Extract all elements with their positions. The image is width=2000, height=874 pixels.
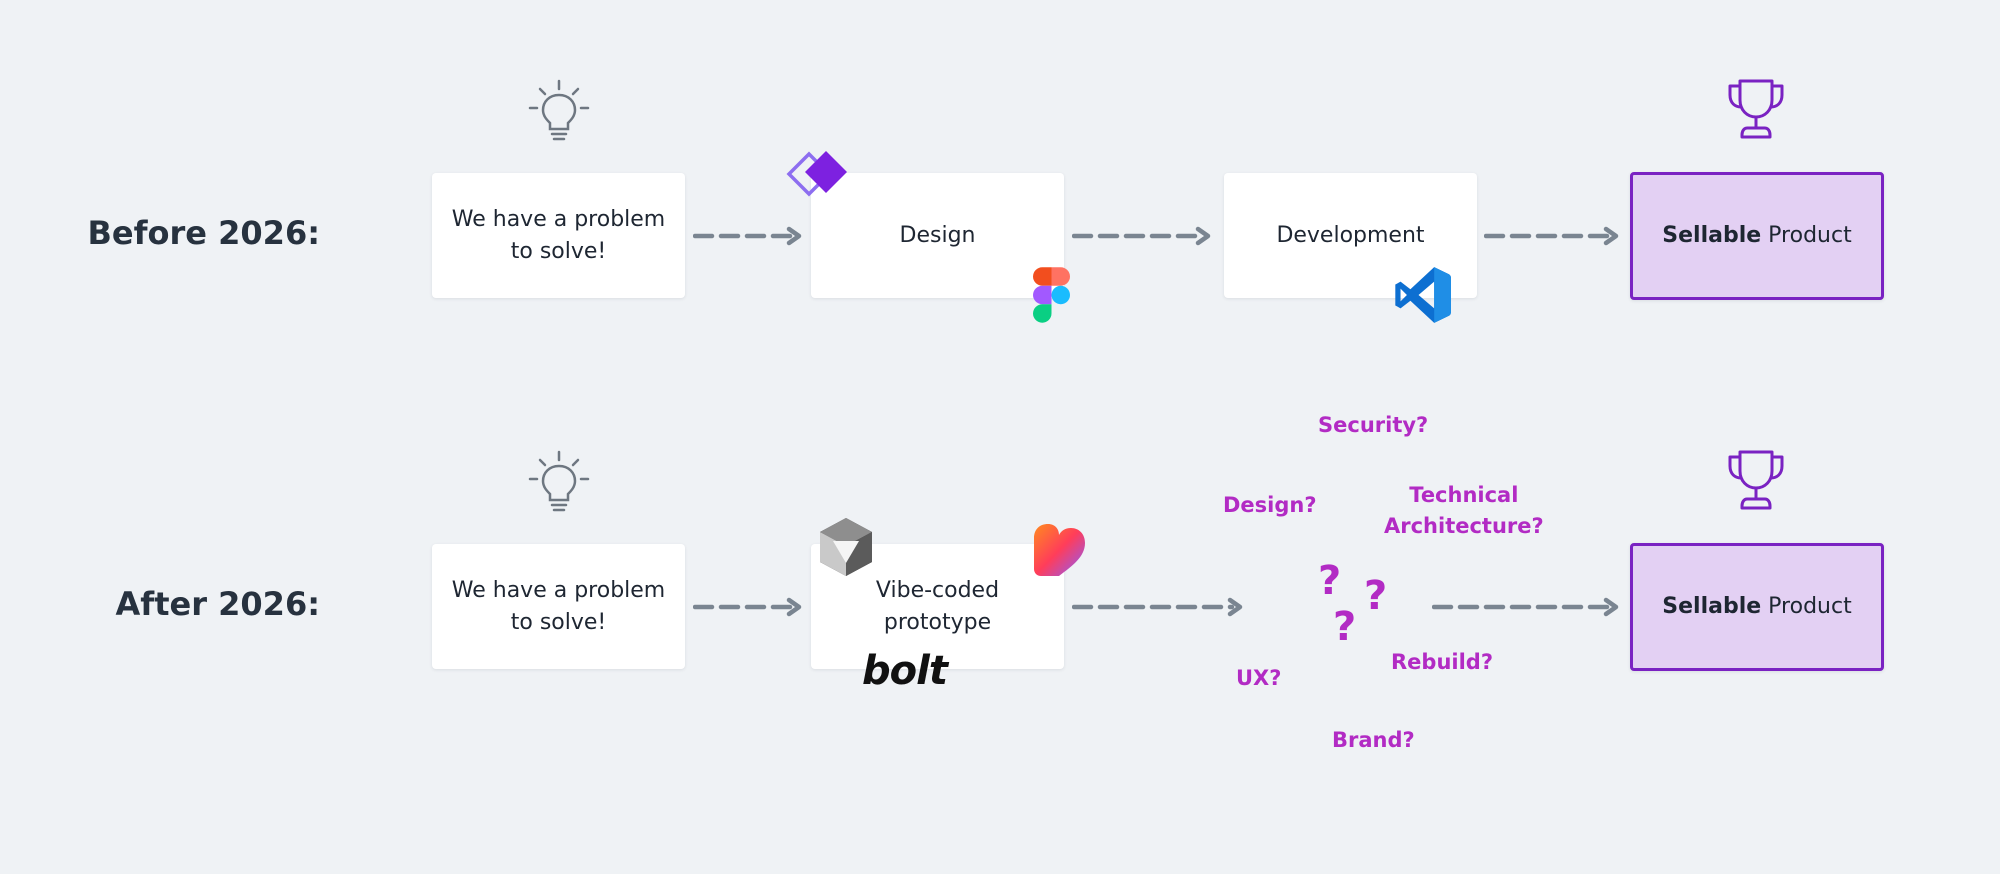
question-brand: Brand?: [1332, 728, 1415, 752]
question-mark: ?: [1318, 558, 1342, 604]
lightbulb-icon: [528, 450, 590, 512]
step-design: Design: [811, 173, 1064, 298]
bolt-logo: bolt: [862, 648, 951, 694]
question-ux: UX?: [1236, 666, 1282, 690]
question-technical-architecture: Technical Architecture?: [1384, 483, 1544, 538]
sellable-product-label: Sellable Product: [1662, 223, 1852, 248]
step-problem-before-label: We have a problem to solve!: [451, 206, 666, 264]
cube-logo-icon: [820, 518, 872, 576]
arrow-connector: [1484, 226, 1619, 246]
arrow-connector: [693, 597, 802, 617]
arrow-connector: [1072, 597, 1243, 617]
question-design: Design?: [1223, 493, 1317, 517]
step-sellable-product-after: Sellable Product: [1630, 543, 1884, 671]
step-development-label: Development: [1276, 222, 1425, 248]
step-design-label: Design: [899, 222, 976, 248]
question-mark: ?: [1333, 604, 1357, 650]
question-rebuild: Rebuild?: [1391, 650, 1494, 674]
arrow-connector: [1432, 597, 1619, 617]
step-vibe-coded-prototype-label: Vibe-coded prototype: [875, 577, 1000, 635]
step-problem-after: We have a problem to solve!: [432, 544, 685, 669]
figma-logo-icon: [1033, 267, 1070, 323]
step-sellable-product-before: Sellable Product: [1630, 172, 1884, 300]
diamond-logo-icon: [786, 151, 847, 197]
arrow-connector: [693, 226, 802, 246]
step-problem-after-label: We have a problem to solve!: [451, 577, 666, 635]
step-problem-before: We have a problem to solve!: [432, 173, 685, 298]
question-security: Security?: [1318, 413, 1429, 437]
lightbulb-icon: [528, 79, 590, 141]
row-label-after: After 2026:: [115, 585, 320, 623]
vscode-logo-icon: [1395, 267, 1451, 323]
row-label-before: Before 2026:: [87, 214, 320, 252]
heart-logo-icon: [1034, 524, 1085, 576]
bolt-logo-text: bolt: [862, 648, 950, 694]
trophy-icon: [1728, 450, 1784, 510]
trophy-icon: [1728, 79, 1784, 139]
arrow-connector: [1072, 226, 1211, 246]
step-development: Development: [1224, 173, 1477, 298]
question-mark: ?: [1364, 573, 1388, 619]
sellable-product-label: Sellable Product: [1662, 594, 1852, 619]
